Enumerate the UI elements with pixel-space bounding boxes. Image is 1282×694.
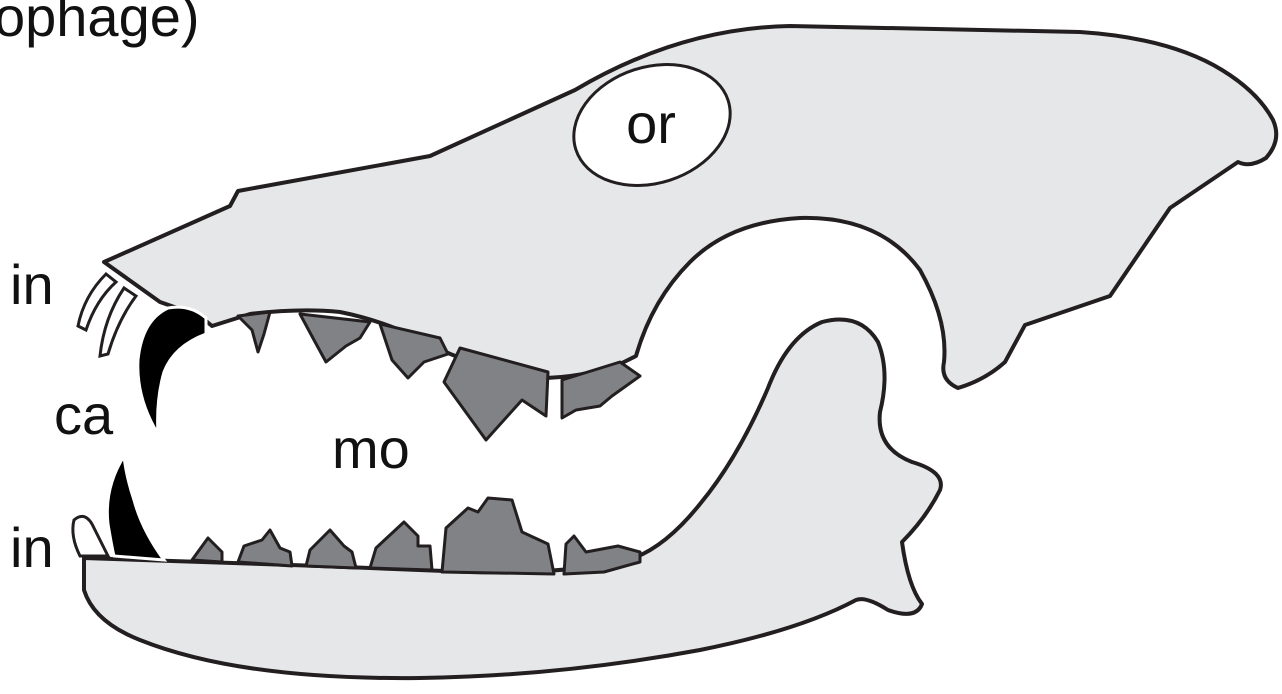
upper-premolar-2 <box>300 314 370 362</box>
lower-incisor-label: in <box>10 516 54 579</box>
canine-label: ca <box>54 383 114 446</box>
lower-canine <box>107 456 164 560</box>
upper-incisor-label: in <box>10 253 54 316</box>
lower-premolar-4 <box>370 522 432 570</box>
lower-teeth <box>192 498 640 574</box>
upper-incisor-2 <box>100 288 136 356</box>
lower-carnassial <box>442 498 554 574</box>
upper-canine <box>138 307 206 434</box>
mouth-label: mo <box>332 417 410 480</box>
orbit-label: or <box>626 92 676 155</box>
upper-premolar-1 <box>238 312 270 352</box>
lower-premolar-2 <box>238 530 292 566</box>
title-fragment: ophage) <box>0 0 200 48</box>
lower-premolar-3 <box>306 530 356 568</box>
lower-incisor <box>73 516 108 556</box>
lower-premolar-1 <box>192 538 222 562</box>
